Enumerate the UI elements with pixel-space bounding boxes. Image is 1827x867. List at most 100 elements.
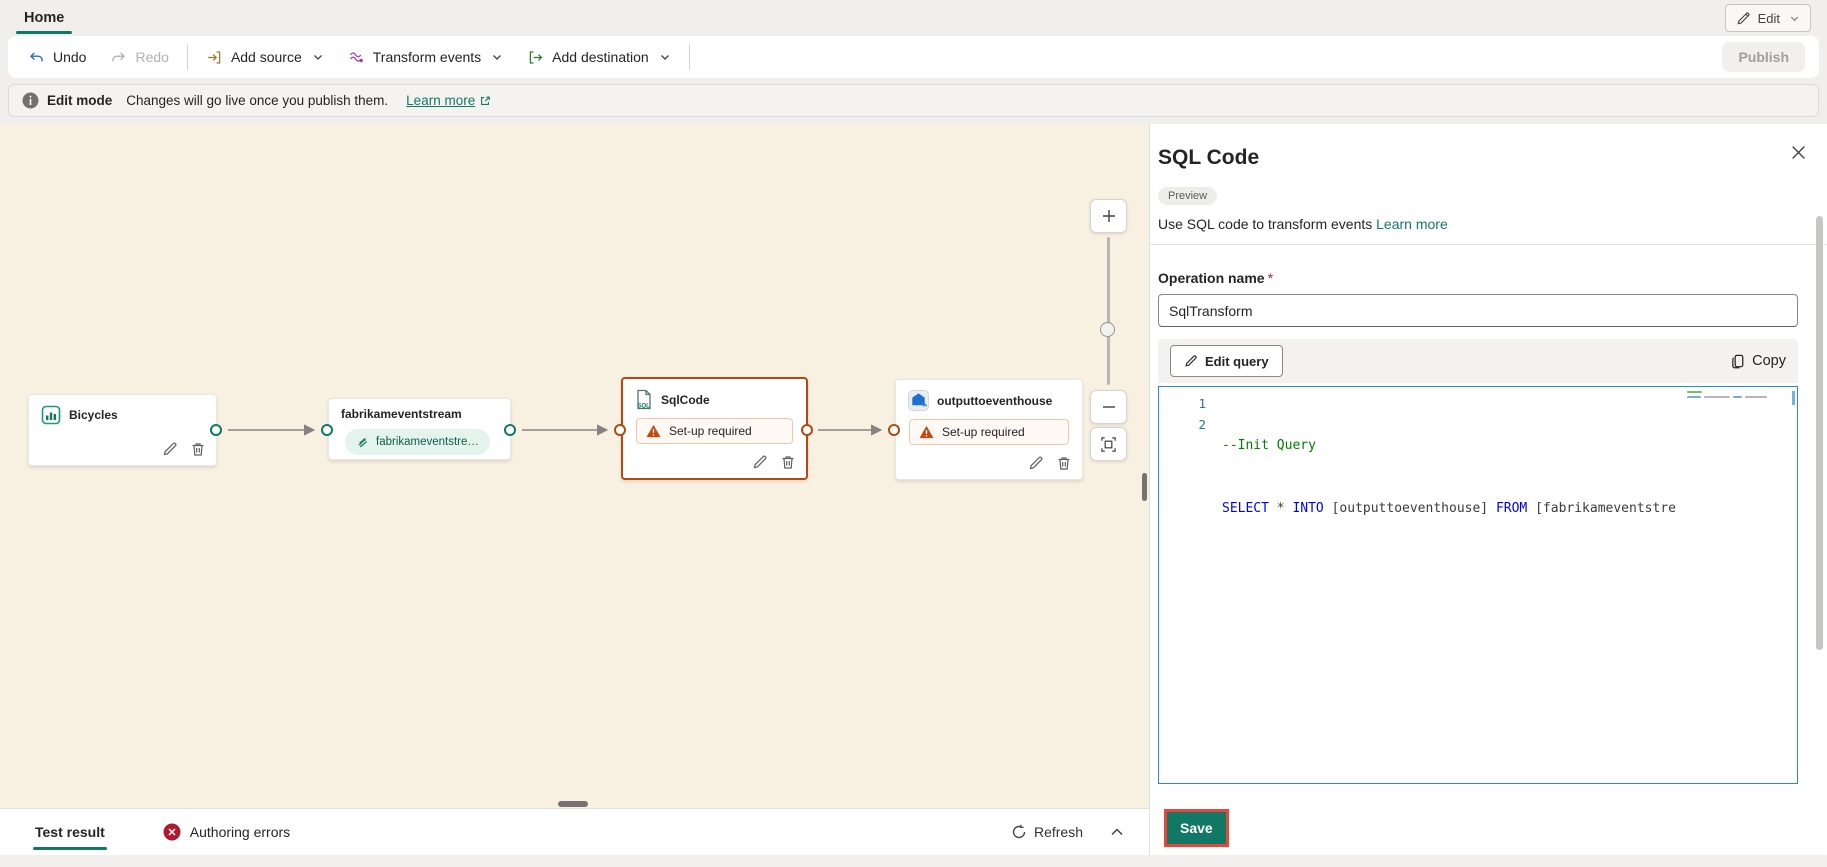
operation-name-input[interactable] [1158,294,1798,327]
node-sqlcode[interactable]: SQL SqlCode Set-up required [621,377,808,480]
connector-dot-sqlcode-out[interactable] [801,424,813,436]
connector-dot-eventstream-in[interactable] [321,424,333,436]
close-panel-icon[interactable] [1790,144,1807,161]
edit-query-button[interactable]: Edit query [1170,345,1283,377]
edit-node-icon[interactable] [752,454,768,470]
bottom-panel-bar: Test result Authoring errors Refresh [0,808,1149,855]
footer-strip [0,855,1827,867]
pencil-icon [1736,11,1751,26]
refresh-button[interactable]: Refresh [1011,824,1083,840]
canvas-horizontal-scrollbar[interactable] [558,801,588,807]
error-icon [163,823,181,841]
connector-dot-eventstream-out[interactable] [504,424,516,436]
warning-icon [919,425,934,439]
node-title: SqlCode [661,392,710,407]
active-tab-indicator [33,847,107,850]
info-icon [22,92,39,109]
node-title: Bicycles [69,408,118,422]
node-outputtoeventhouse[interactable]: outputtoeventhouse Set-up required [895,379,1083,480]
edit-node-icon[interactable] [1028,455,1044,471]
edit-mode-message: Changes will go live once you publish th… [126,93,389,108]
node-title: fabrikameventstream [341,407,462,421]
node-bicycles[interactable]: Bicycles [28,394,217,466]
tab-home[interactable]: Home [16,0,73,36]
publish-button[interactable]: Publish [1722,42,1805,72]
edit-label: Edit [1757,10,1780,26]
node-title: outputtoeventhouse [937,393,1053,408]
add-source-button[interactable]: Add source [194,41,336,73]
setup-required-badge: Set-up required [636,418,793,444]
sql-file-icon: SQL [635,389,653,410]
learn-more-link[interactable]: Learn more [1376,216,1448,232]
setup-required-label: Set-up required [942,425,1025,439]
connector-dot-eventhouse-in[interactable] [888,424,900,436]
toolbar-separator [688,44,690,70]
transform-events-label: Transform events [372,49,482,65]
toolbar-separator [186,44,188,70]
edit-mode-dropdown[interactable]: Edit [1724,4,1811,32]
canvas-vertical-scrollbar[interactable] [1142,473,1147,501]
tab-test-result[interactable]: Test result [33,809,107,855]
learn-more-link[interactable]: Learn more [406,93,491,108]
copy-icon [1730,353,1747,370]
panel-description-text: Use SQL code to transform events [1158,216,1373,232]
transform-events-button[interactable]: Transform events [336,41,515,73]
sql-code-editor[interactable]: 1 2 --Init Query SELECT * INTO [outputto… [1158,386,1798,784]
authoring-errors-label: Authoring errors [189,824,291,840]
connector-dot-bicycles-out[interactable] [210,424,222,436]
chevron-down-icon [491,51,503,63]
required-asterisk: * [1267,270,1274,286]
warning-icon [646,424,661,438]
chevron-down-icon [312,51,324,63]
node-fabrikameventstream[interactable]: fabrikameventstream fabrikameventstre… [328,398,511,460]
setup-required-label: Set-up required [669,424,752,438]
delete-node-icon[interactable] [1056,455,1072,471]
pencil-icon [1184,354,1198,368]
delete-node-icon[interactable] [780,454,796,470]
undo-icon [28,49,45,66]
add-source-icon [206,49,223,66]
collapse-panel-icon[interactable] [1109,824,1125,840]
edge-connections [228,424,883,436]
line-number: 2 [1198,417,1206,432]
redo-icon [110,49,127,66]
zoom-out-button[interactable] [1090,390,1127,424]
copy-label: Copy [1752,353,1786,369]
zoom-in-button[interactable] [1090,199,1127,233]
eventhouse-icon [908,390,929,411]
refresh-icon [1011,824,1027,840]
sql-code-panel: SQL Code Preview Use SQL code to transfo… [1149,124,1827,855]
zoom-slider-track[interactable] [1107,237,1110,385]
tab-authoring-errors[interactable]: Authoring errors [163,823,290,841]
panel-description: Use SQL code to transform events Learn m… [1158,216,1798,232]
add-destination-button[interactable]: Add destination [515,41,683,73]
connector-dot-sqlcode-in[interactable] [614,424,626,436]
operation-name-label: Operation name* [1158,270,1798,286]
editor-content[interactable]: --Init Query SELECT * INTO [outputtoeven… [1206,393,1797,783]
edit-mode-banner: Edit mode Changes will go live once you … [8,84,1819,117]
redo-label: Redo [135,49,169,65]
editor-minimap[interactable] [1687,391,1769,401]
save-button[interactable]: Save [1167,812,1226,844]
fit-to-screen-button[interactable] [1090,427,1127,461]
zoom-slider-handle[interactable] [1100,322,1115,337]
test-result-label: Test result [35,824,105,840]
copy-button[interactable]: Copy [1730,353,1786,370]
external-link-icon [479,95,491,107]
eventstream-canvas[interactable]: Bicycles fabrikameventstream fabrikameve… [0,124,1149,808]
annotation-highlight-box: Save [1164,809,1229,847]
minimap-slider[interactable] [1792,391,1795,405]
refresh-label: Refresh [1033,824,1083,840]
stream-pill-label: fabrikameventstre… [376,436,479,448]
redo-button[interactable]: Redo [98,41,180,73]
delete-node-icon[interactable] [190,441,206,457]
undo-button[interactable]: Undo [16,41,98,73]
editor-line-numbers: 1 2 [1159,393,1206,783]
edit-node-icon[interactable] [162,441,178,457]
panel-scrollbar[interactable] [1816,216,1823,650]
chevron-down-icon [1789,13,1800,24]
undo-label: Undo [53,49,87,65]
stream-pill[interactable]: fabrikameventstre… [345,429,490,455]
preview-badge: Preview [1158,187,1218,205]
bar-chart-icon [41,405,61,425]
